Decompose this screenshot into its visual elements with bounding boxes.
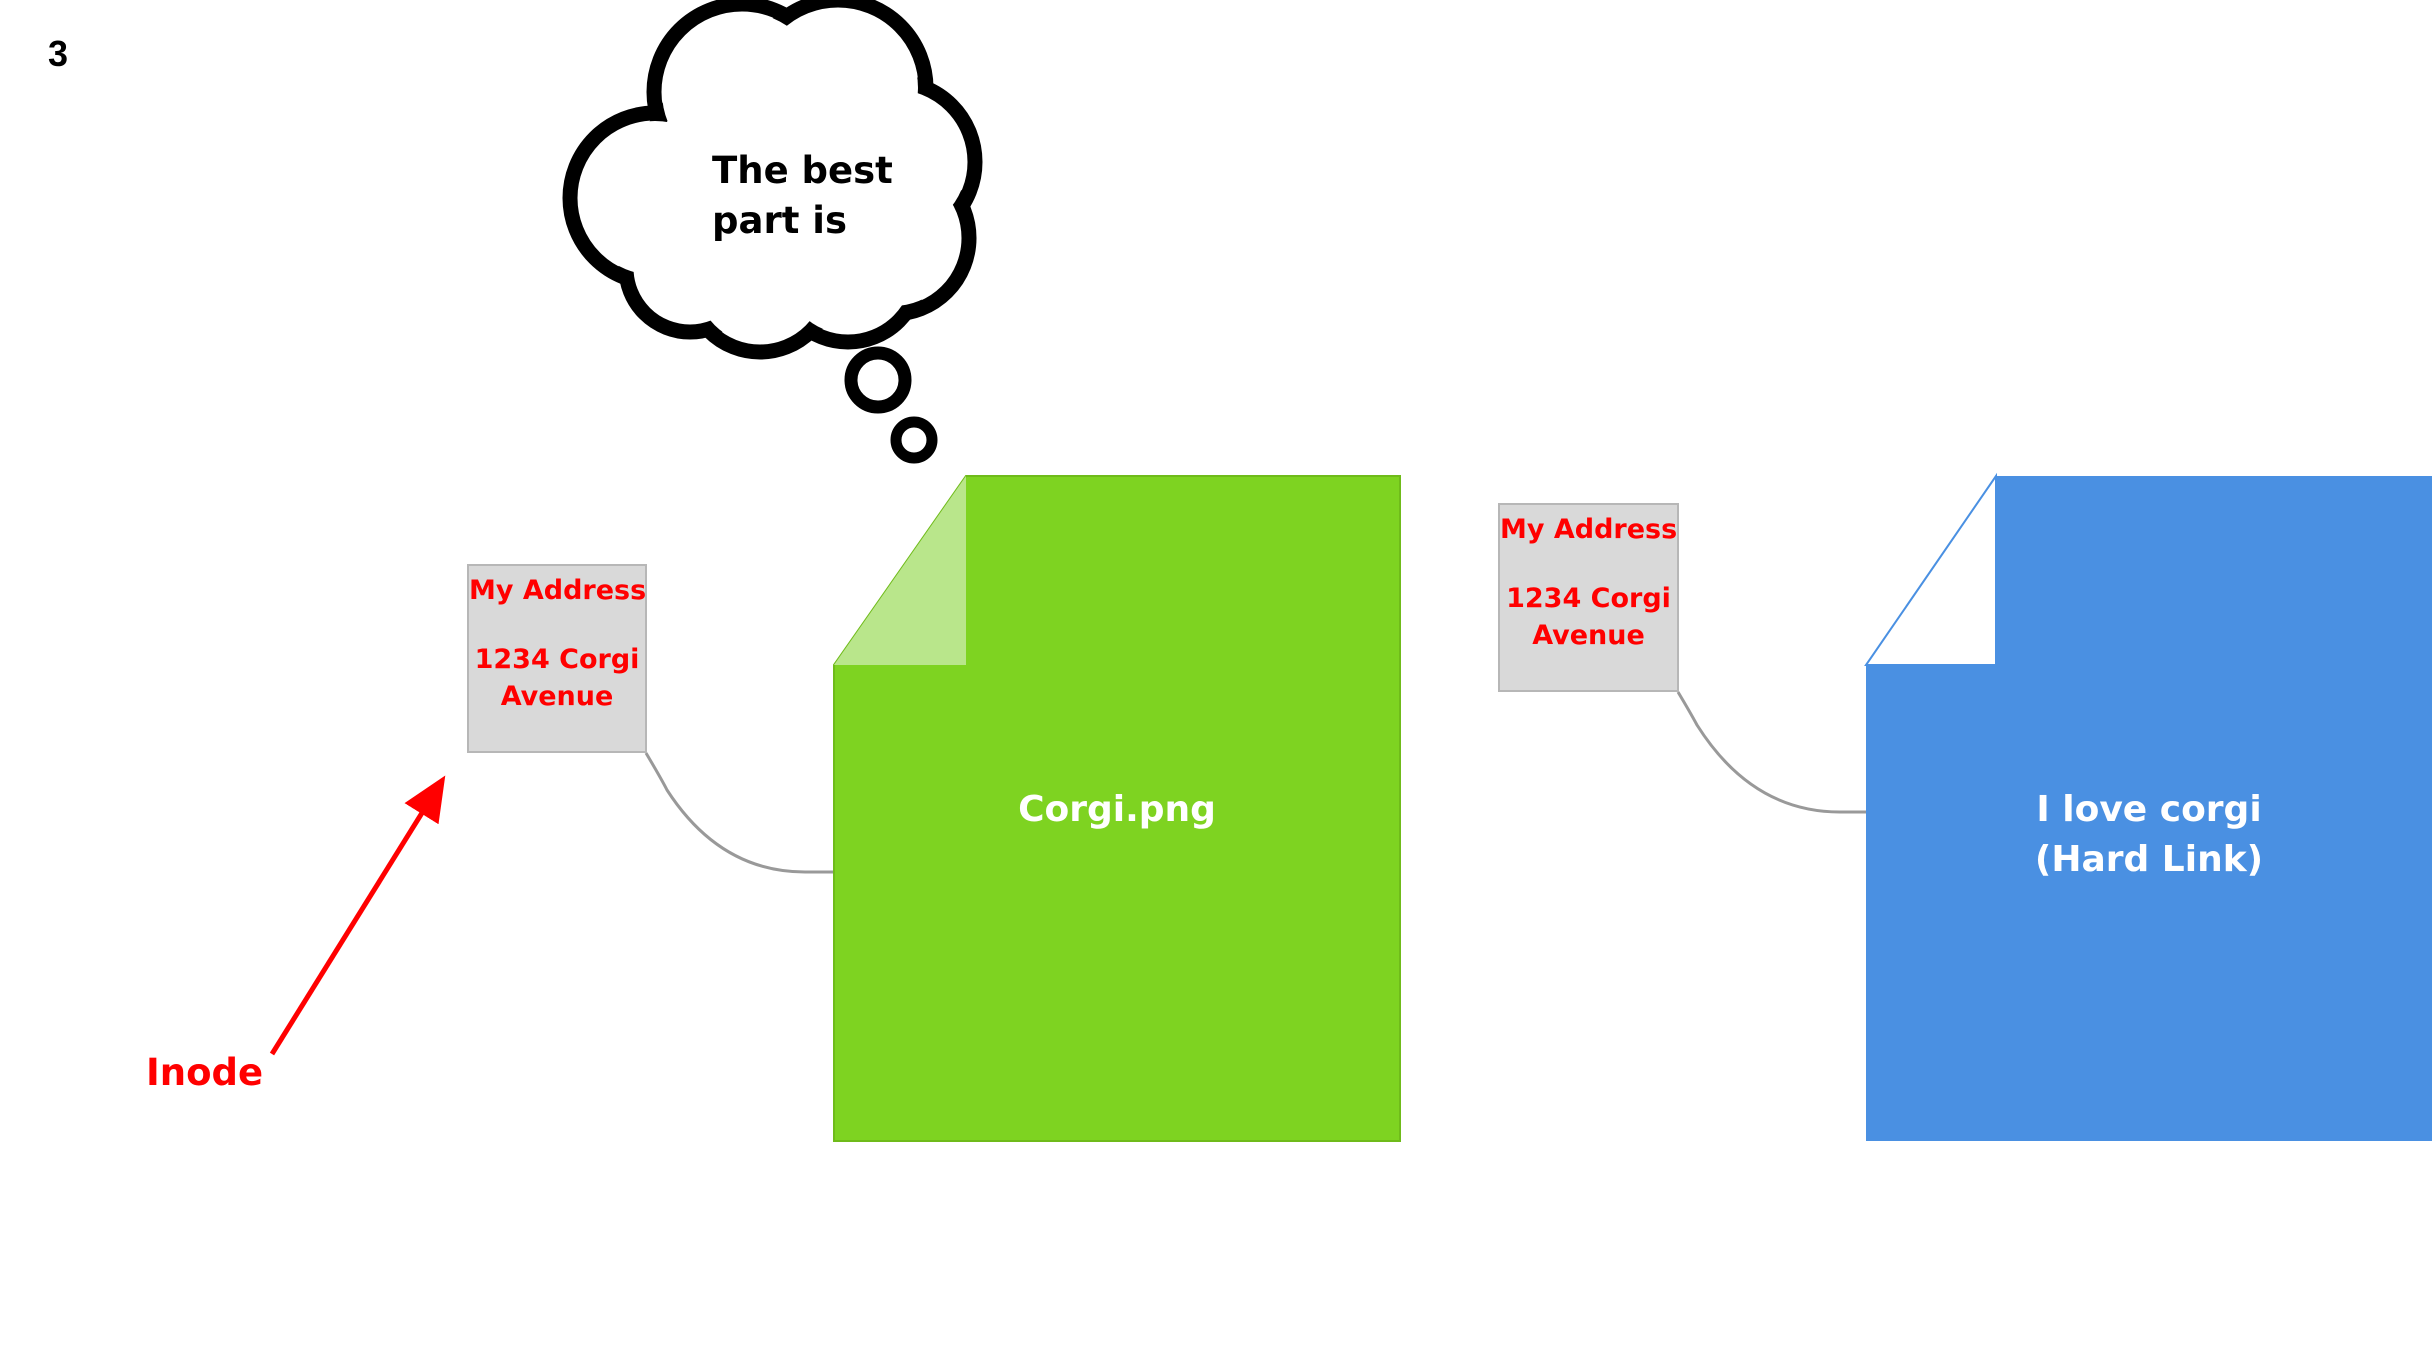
thought-text-line-2: part is [712, 199, 847, 242]
address-note-title: My Address [469, 575, 647, 606]
connector-hardlink [1676, 691, 1866, 814]
thought-text-line-1: The best [712, 149, 893, 192]
original-file-fold [834, 476, 966, 665]
thought-text: The best part is [712, 146, 893, 246]
inode-label: Inode [146, 1051, 264, 1094]
connector-original [644, 752, 834, 874]
address-note-line-2: Avenue [1532, 620, 1645, 651]
hardlink-file-line-1: I love corgi [2036, 789, 2262, 830]
original-file-label: Corgi.png [834, 785, 1400, 835]
original-file-name: Corgi.png [1018, 789, 1216, 830]
hardlink-file-fold [1864, 472, 1997, 666]
hardlink-file-line-2: (Hard Link) [2034, 839, 2264, 880]
hardlink-file-label: I love corgi (Hard Link) [1866, 785, 2432, 885]
thought-cloud [562, 0, 983, 360]
slide-number: 3 [48, 33, 69, 74]
address-note-hardlink: My Address 1234 Corgi Avenue [1498, 503, 1679, 692]
address-note-line-1: 1234 Corgi [474, 644, 640, 675]
hardlink-file-shape [1866, 476, 2432, 1141]
thought-bubble-dot-small [890, 416, 938, 464]
address-note-original: My Address 1234 Corgi Avenue [467, 564, 647, 753]
address-note-line-2: Avenue [500, 681, 614, 712]
address-note-title: My Address [1500, 514, 1678, 545]
thought-bubble-dot-large [844, 346, 912, 414]
inode-arrow [269, 775, 446, 1056]
address-note-line-1: 1234 Corgi [1506, 583, 1671, 614]
